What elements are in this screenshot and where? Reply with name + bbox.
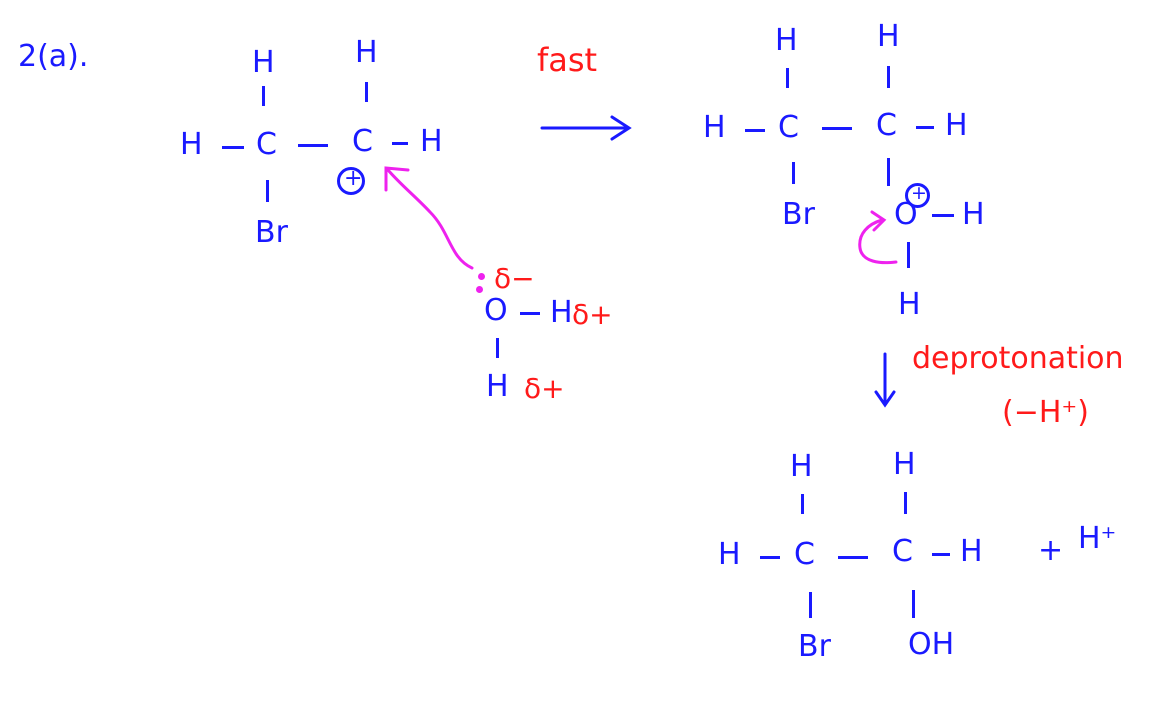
product-oh: OH: [908, 627, 955, 662]
reactant-h-top-right: H: [355, 35, 378, 70]
water-bond-o-h-bottom: [496, 338, 499, 358]
lone-pair-dots: [478, 273, 485, 280]
product-c-right: C: [892, 534, 913, 569]
reactant-h-right: H: [420, 124, 443, 159]
reactant-bond-c1-br: [266, 180, 269, 202]
intermediate-bond-c2-h-top: [887, 66, 890, 88]
curly-arrow-deprotonation: [858, 210, 898, 265]
deprotonation-arrow: [874, 352, 896, 408]
intermediate-positive-charge: +: [905, 183, 930, 208]
intermediate-o-h-right: H: [962, 197, 985, 232]
product-h-top-left: H: [790, 449, 813, 484]
intermediate-bond-o-h-bottom: [907, 242, 910, 268]
curly-arrow-nucleophilic-attack: [384, 166, 474, 270]
deprotonation-label: deprotonation: [912, 341, 1124, 376]
problem-label: 2(a).: [18, 39, 89, 74]
water-delta-plus-bottom: δ+: [524, 372, 565, 405]
intermediate-h-right: H: [945, 108, 968, 143]
reaction-arrow-fast: [540, 115, 632, 141]
product-bond-c2-h: [932, 553, 950, 556]
product-plus: +: [1038, 533, 1064, 568]
intermediate-h-top-right: H: [877, 19, 900, 54]
product-h-top-right: H: [893, 447, 916, 482]
intermediate-bond-c2-o: [887, 158, 890, 186]
reactant-bond-c1-c2: [298, 144, 328, 147]
water-bond-o-h-right: [520, 312, 540, 315]
intermediate-h-top-left: H: [775, 23, 798, 58]
product-h-right: H: [960, 534, 983, 569]
reactant-h-top-left: H: [252, 45, 275, 80]
intermediate-bond-c1-br: [792, 162, 795, 184]
intermediate-bond-c2-h: [916, 126, 934, 129]
water-h-bottom: H: [486, 369, 509, 404]
intermediate-bond-c1-h-top: [786, 68, 789, 88]
reactant-h-left: H: [180, 127, 203, 162]
product-br: Br: [798, 629, 831, 664]
product-bond-c1-h-top: [801, 494, 804, 514]
reactant-bond-c1-h-top: [262, 86, 265, 106]
intermediate-bond-h-c1: [745, 129, 765, 132]
product-h-left: H: [718, 537, 741, 572]
reactant-bond-h-c1: [222, 146, 244, 149]
intermediate-o-h-bottom: H: [898, 287, 921, 322]
water-delta-plus-right: δ+: [572, 298, 613, 331]
reactant-bond-c2-h-top: [365, 82, 368, 102]
reactant-c-left: C: [256, 127, 277, 162]
arrow-fast-label: fast: [537, 41, 598, 79]
deprotonation-sub: (−H⁺): [1002, 395, 1089, 430]
product-bond-c1-c2: [838, 556, 868, 559]
product-bond-c1-br: [809, 592, 812, 618]
product-bond-c2-h-top: [904, 492, 907, 514]
intermediate-bond-o-h-right: [932, 214, 954, 217]
reactant-br: Br: [255, 215, 288, 250]
water-h-right: H: [550, 295, 573, 330]
intermediate-c-left: C: [778, 110, 799, 145]
product-bond-h-c1: [760, 556, 780, 559]
intermediate-br: Br: [782, 197, 815, 232]
water-delta-minus: δ−: [494, 262, 535, 295]
intermediate-c-right: C: [876, 108, 897, 143]
intermediate-h-left: H: [703, 110, 726, 145]
water-o: O: [484, 293, 508, 328]
reactant-positive-charge: +: [337, 167, 365, 195]
product-bond-c2-oh: [912, 590, 915, 618]
reactant-c-right: C: [352, 124, 373, 159]
intermediate-bond-c1-c2: [822, 127, 852, 130]
product-c-left: C: [794, 537, 815, 572]
product-hplus: H⁺: [1078, 521, 1117, 556]
reactant-bond-c2-h: [392, 142, 408, 145]
